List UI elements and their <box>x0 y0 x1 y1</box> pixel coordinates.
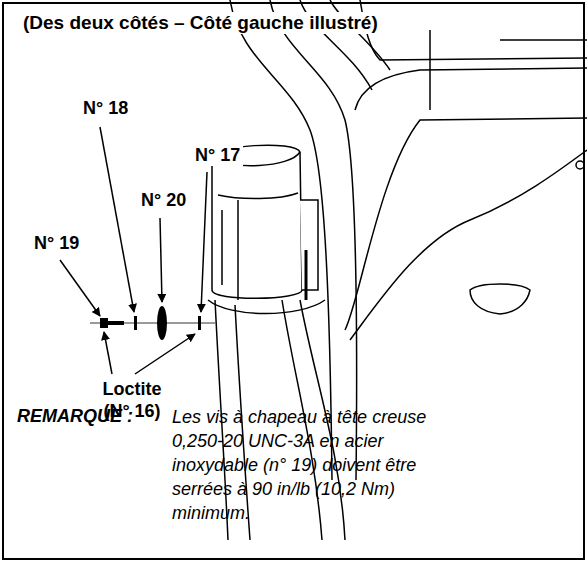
callout-number: N° 17 <box>192 144 243 166</box>
view-title: (Des deux côtés – Côté gauche illustré) <box>20 12 381 34</box>
callout-number: N° 19 <box>31 232 82 254</box>
callout-number: N° 20 <box>138 189 189 211</box>
note-text: Les vis à chapeau à tête creuse 0,250-20… <box>172 405 472 525</box>
callout-number: N° 18 <box>80 97 131 119</box>
note-heading: REMARQUE : <box>17 405 133 427</box>
